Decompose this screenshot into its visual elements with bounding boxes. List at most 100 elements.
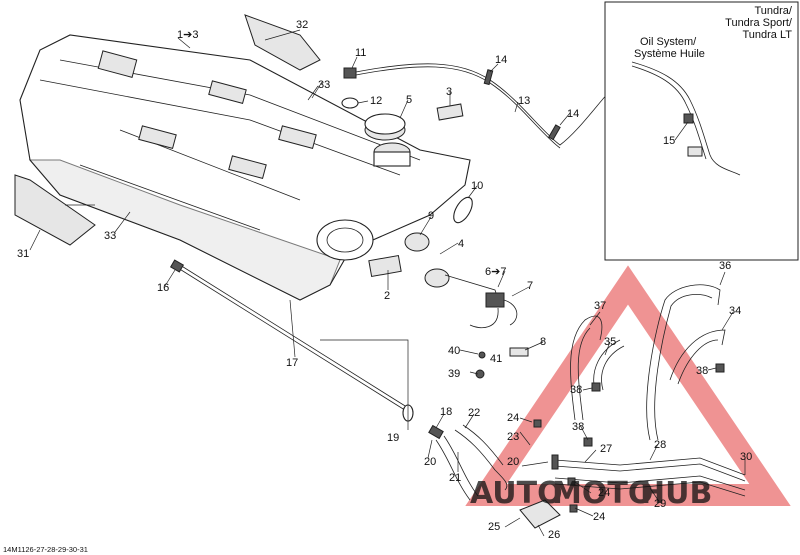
callout-38c: 38 [572,421,584,433]
callout-24c: 24 [593,511,605,523]
clamp-24c [567,477,576,486]
vent-hose-13 [355,63,621,146]
callout-13: 13 [518,95,530,107]
callout-4: 4 [458,238,464,250]
inset-panel [604,1,799,261]
fuel-tank [19,34,471,301]
callout-24a: 24 [507,412,519,424]
heat-shield-31 [14,174,96,246]
callout-38b: 38 [696,365,708,377]
callout-24b: 24 [598,487,610,499]
callout-31: 31 [17,248,29,260]
inset-system-line2: Système Huile [634,48,705,60]
callout-39: 39 [448,368,460,380]
washer-12 [341,97,359,109]
pump-ring-9 [404,232,430,252]
pad-3 [436,103,464,121]
watermark-triangle [465,265,791,506]
clip-8 [509,347,529,357]
fitting-18 [428,424,444,440]
hose-29 [554,475,746,491]
callout-27: 27 [600,443,612,455]
callout-38a: 38 [570,384,582,396]
svg-text:AUTO: AUTO [470,476,563,511]
inset-clamp-15 [683,113,694,124]
callout-36: 36 [719,260,731,272]
callout-37: 37 [594,300,606,312]
inset-model-line2: Tundra Sport/ [725,17,793,29]
callout-32: 32 [296,19,308,31]
hose-37 [570,315,603,421]
callout-5: 5 [406,94,412,106]
inset-system-line1: Oil System/ [640,36,697,48]
callout-9: 9 [428,210,434,222]
callout-numbers: 1➔3 32 11 14 33 12 5 3 13 14 15 10 9 4 6… [17,19,752,541]
callout-29: 29 [654,498,666,510]
foam-2 [368,254,402,278]
bracket-26 [519,499,561,529]
gasket-10 [453,196,473,224]
fitting-14a [483,69,494,86]
clamp-24a [533,419,542,428]
hose-36 [646,284,721,441]
rod-17 [177,267,409,413]
vent-valve-11 [343,67,357,79]
fuel-pump-6 [424,268,518,329]
callout-34: 34 [729,305,741,317]
fuel-cap-5 [364,113,406,141]
callout-35: 35 [604,336,616,348]
callout-10: 10 [471,180,483,192]
callout-7: 7 [527,280,533,292]
callout-2: 2 [384,290,390,302]
clamp-38a [591,382,601,392]
svg-text:HUB: HUB [640,476,712,511]
callout-33b: 33 [104,230,116,242]
clamp-38b [715,363,725,373]
callout-11: 11 [355,47,366,59]
callout-20b: 20 [507,456,519,468]
callout-6: 6➔7 [485,266,506,278]
callout-18: 18 [440,406,452,418]
callout-3: 3 [446,86,452,98]
inset-oil-hose [631,61,741,176]
callout-28: 28 [654,439,666,451]
callout-33a: 33 [318,79,330,91]
callout-17: 17 [286,357,298,369]
callout-14b: 14 [567,108,579,120]
callout-21: 21 [449,472,461,484]
callout-40: 40 [448,345,460,357]
callout-15: 15 [663,135,675,147]
hose-21 [435,435,479,501]
callout-22: 22 [468,407,480,419]
inset-model-line1: Tundra/ [754,5,792,17]
clamp-24b [569,504,578,513]
callout-30: 30 [740,451,752,463]
figure-code: 14M1126-27-28-29-30-31 [3,545,88,554]
callout-41: 41 [490,353,502,365]
screw-41 [478,351,486,359]
inset-model-line3: Tundra LT [742,29,792,41]
hose-34 [669,329,726,385]
callout-25: 25 [488,521,500,533]
callout-1: 1➔3 [177,29,198,41]
callout-16: 16 [157,282,169,294]
leader-lines [29,29,746,537]
hose-22 [454,424,508,491]
callout-19: 19 [387,432,399,444]
clamp-20 [551,454,559,470]
callout-23: 23 [507,431,519,443]
callout-12: 12 [370,95,382,107]
bracket-32 [244,14,321,71]
callout-20a: 20 [424,456,436,468]
callout-26: 26 [548,529,560,541]
callout-8: 8 [540,336,546,348]
clamp-38c [583,437,593,447]
nut-39 [475,369,485,379]
inset-labels: Tundra/ Tundra Sport/ Tundra LT Oil Syst… [634,5,793,60]
inset-clip [687,146,703,157]
watermark-logo: AUTO MOTO HUB [470,476,712,511]
hose-28 [554,457,746,476]
callout-14a: 14 [495,54,507,66]
svg-text:MOTO: MOTO [552,476,653,511]
